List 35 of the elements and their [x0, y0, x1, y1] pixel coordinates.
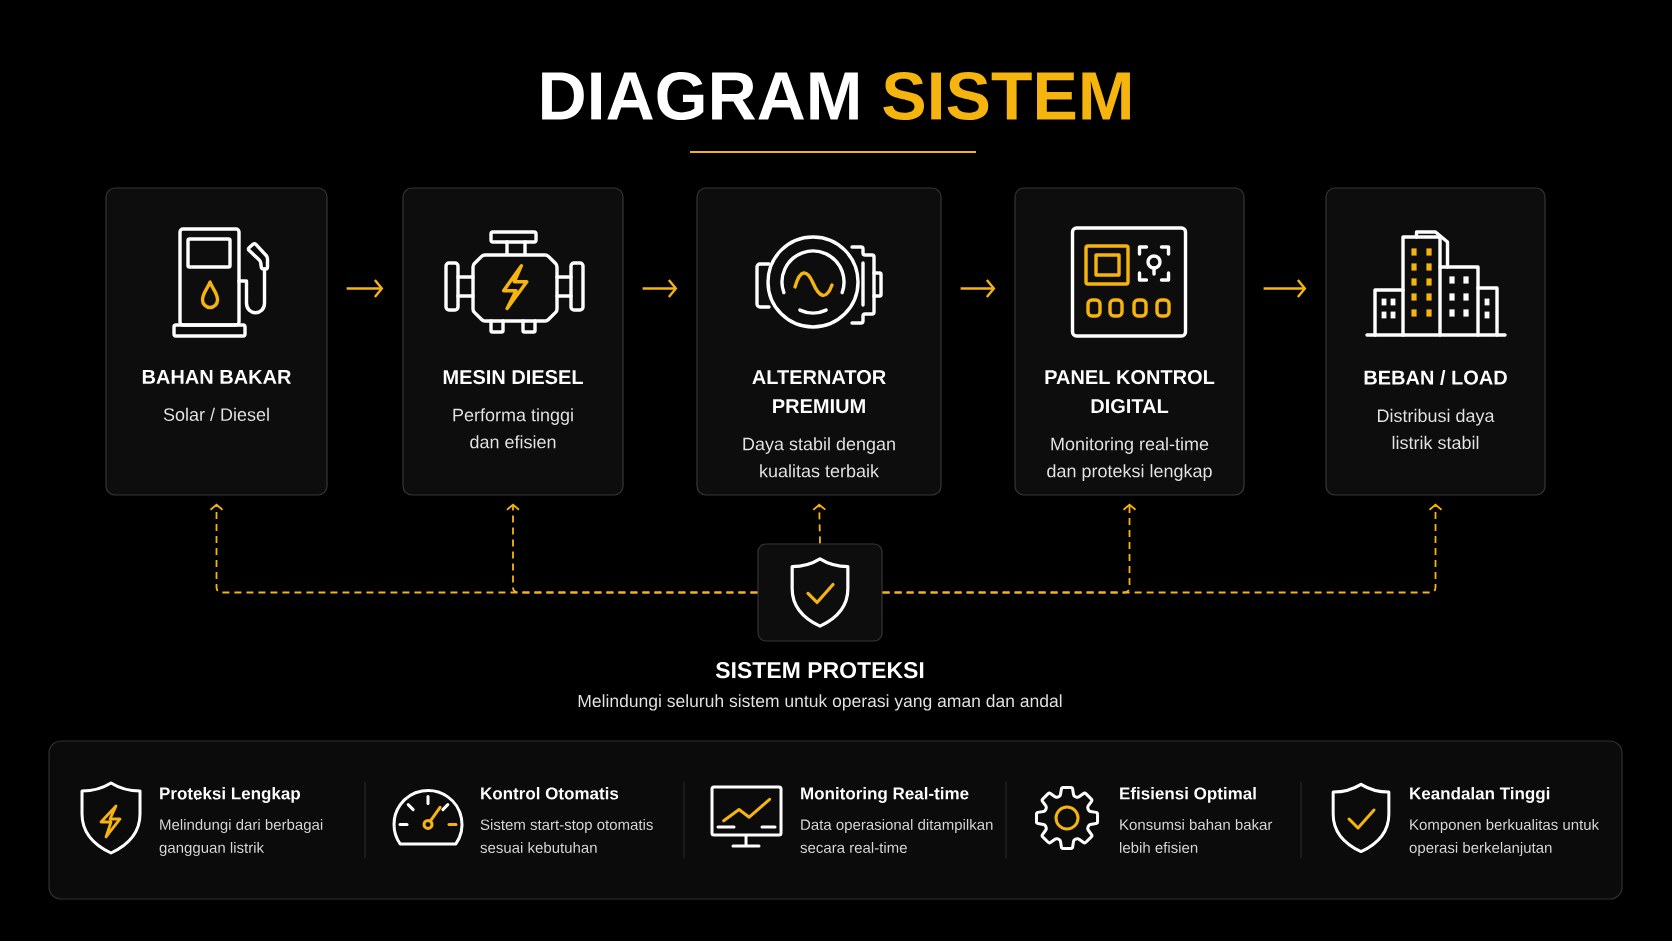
- feature-description: Melindungi dari berbagai gangguan listrik: [159, 819, 323, 856]
- feature-description: Sistem start-stop otomatis sesuai kebutuhan: [480, 819, 653, 853]
- feature-title: Kontrol Otomatis: [481, 787, 619, 800]
- dashed-arrow: [812, 503, 827, 545]
- card: [696, 187, 942, 496]
- feature-title: Efisiensi Optimal: [1120, 787, 1256, 803]
- arrow: [960, 279, 996, 298]
- card-title: BEBAN / LOAD: [1364, 370, 1507, 385]
- dashed-arrow: [881, 503, 1443, 594]
- arrow: [346, 279, 384, 298]
- arrow: [1263, 279, 1307, 298]
- card-description: Daya stabil dengan kualitas terbaik: [743, 437, 895, 478]
- card-title: BAHAN BAKAR: [142, 370, 292, 384]
- card: [105, 187, 328, 496]
- feature-description: Konsumsi bahan bakar lebih efisien: [1120, 819, 1273, 853]
- card-description: Distribusi daya listrik stabil: [1377, 408, 1495, 450]
- card-title: ALTERNATOR PREMIUM: [752, 370, 886, 414]
- feature-title: Keandalan Tinggi: [1410, 787, 1550, 803]
- card-description: Monitoring real-time dan proteksi lengkap: [1047, 437, 1212, 481]
- feature-title: Monitoring Real-time: [801, 787, 969, 803]
- heading: SISTEM PROTEKSI: [715, 662, 924, 679]
- card-title: PANEL KONTROL DIGITAL: [1045, 370, 1215, 414]
- arrow: [642, 279, 678, 298]
- dashed-arrow: [506, 503, 759, 594]
- card-description: Performa tinggi dan efisien: [453, 408, 573, 449]
- card-description: Solar / Diesel: [163, 407, 269, 421]
- card: [1325, 187, 1546, 496]
- card: [1014, 187, 1245, 496]
- feature-description: Data operasional ditampilkan secara real-time: [800, 819, 993, 853]
- description: Melindungi seluruh sistem untuk operasi yang aman dan andal: [578, 694, 1062, 711]
- feature-description: Komponen berkualitas untuk operasi berkelanjutan: [1409, 819, 1600, 856]
- card: [402, 187, 624, 496]
- card-title: MESIN DIESEL: [443, 370, 583, 385]
- feature-title: Proteksi Lengkap: [160, 787, 300, 803]
- title: DIAGRAM SISTEM: [542, 71, 1130, 121]
